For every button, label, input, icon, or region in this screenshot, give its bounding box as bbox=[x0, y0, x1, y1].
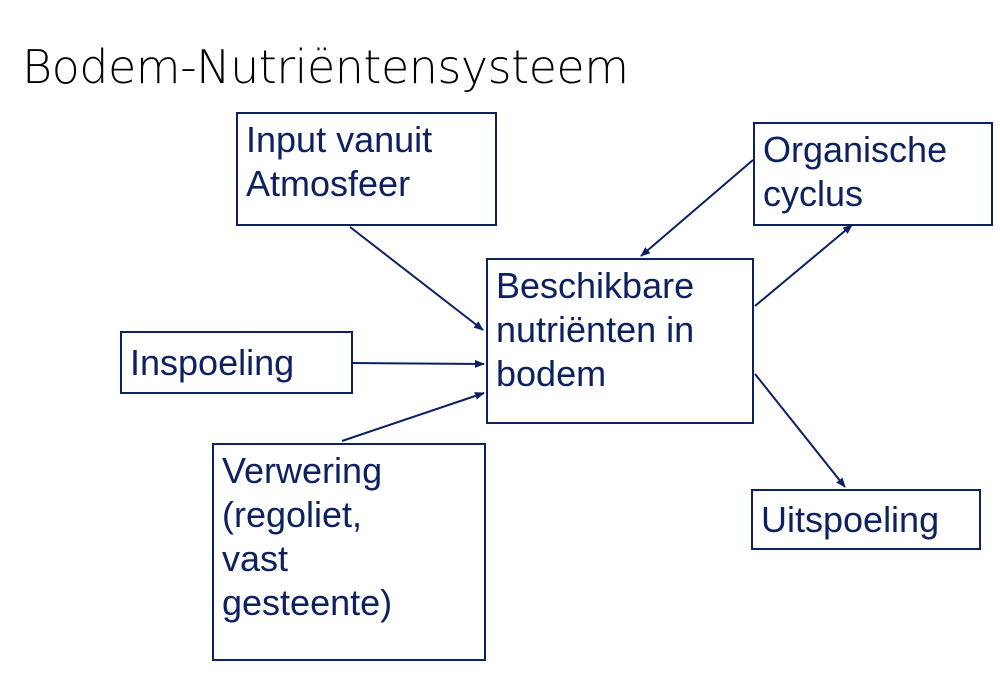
node-available-nutrients: Beschikbare nutriënten in bodem bbox=[486, 258, 754, 424]
node-input-atmosphere: Input vanuit Atmosfeer bbox=[236, 112, 497, 226]
node-inflow: Inspoeling bbox=[120, 331, 353, 394]
node-weathering: Verwering (regoliet, vast gesteente) bbox=[212, 443, 486, 661]
arrow-input-to-available bbox=[349, 226, 484, 331]
arrow-available-to-organic bbox=[754, 224, 853, 307]
arrow-available-to-leaching bbox=[754, 373, 846, 488]
node-leaching: Uitspoeling bbox=[751, 489, 981, 550]
node-organic-cycle: Organische cyclus bbox=[753, 122, 993, 226]
slide-title: Bodem-Nutriëntensysteem bbox=[22, 40, 629, 94]
arrow-organic-to-available bbox=[640, 159, 754, 257]
arrow-weathering-to-available bbox=[341, 392, 485, 442]
arrow-inflow-to-available bbox=[351, 359, 485, 368]
